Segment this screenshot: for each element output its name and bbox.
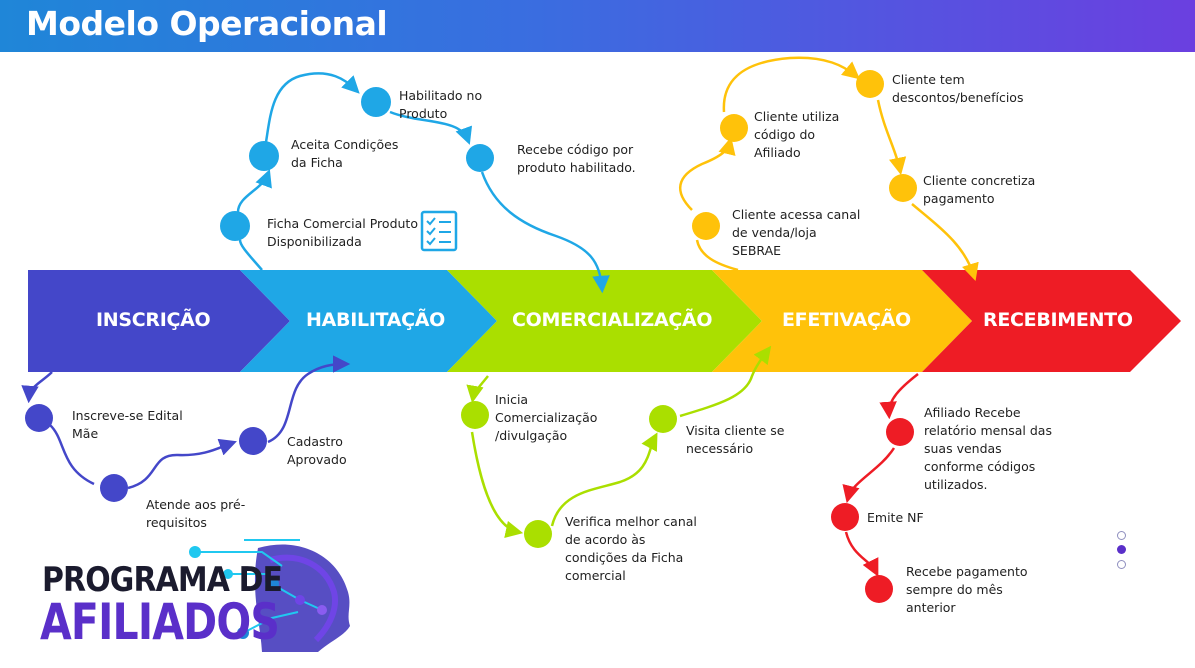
- connector: [722, 56, 861, 113]
- step-dot-visita-cliente: [649, 405, 677, 433]
- step-verifica-canal: Verifica melhor canal de acordo às condi…: [565, 514, 697, 583]
- stage-label-comercializacao: COMERCIALIZAÇÃO: [512, 309, 713, 331]
- connector: [678, 136, 736, 211]
- stage-chevron-inscricao: [28, 270, 290, 372]
- step-dot-aceita-condicoes: [249, 141, 279, 171]
- step-dot-acessa-canal: [692, 212, 720, 240]
- step-recebe-pagamento: Recebe pagamento sempre do mês anterior: [906, 564, 1028, 615]
- connector: [695, 239, 739, 272]
- step-aceita-condicoes: Aceita Condições da Ficha: [291, 137, 399, 170]
- step-dot-recebe-codigo: [466, 144, 494, 172]
- step-dot-habilitado-produto: [361, 87, 391, 117]
- step-relatorio-mensal: Afiliado Recebe relatório mensal das sua…: [924, 405, 1052, 492]
- step-dot-utiliza-codigo: [720, 114, 748, 142]
- stage-chevron-habilitacao: [240, 270, 497, 372]
- stage-chevron-recebimento: [922, 270, 1181, 372]
- step-dot-atende-requisitos: [100, 474, 128, 502]
- checklist-icon: [420, 210, 458, 252]
- stage-label-inscricao: INSCRIÇÃO: [96, 309, 211, 331]
- logo-text-programa: PROGRAMA DE: [42, 560, 283, 600]
- connector: [236, 169, 272, 213]
- connector: [21, 371, 53, 404]
- stage-chevron-efetivacao: [712, 270, 972, 372]
- connector: [264, 72, 360, 143]
- step-dot-cadastro-aprovado: [239, 427, 267, 455]
- step-acessa-canal: Cliente acessa canal de venda/loja SEBRA…: [732, 207, 861, 258]
- step-dot-emite-nf: [831, 503, 859, 531]
- connector: [480, 171, 610, 294]
- step-utiliza-codigo: Cliente utiliza código do Afiliado: [754, 109, 840, 160]
- step-dot-inscreve-edital: [25, 404, 53, 432]
- step-inscreve-edital: Inscreve-se Edital Mãe: [72, 408, 183, 441]
- slide-dot-2[interactable]: [1117, 545, 1126, 554]
- step-habilitado-produto: Habilitado no Produto: [399, 88, 483, 121]
- step-dot-concretiza-pagamento: [889, 174, 917, 202]
- stage-chevron-comercializacao: [447, 270, 762, 372]
- logo-head-icon: [189, 539, 350, 652]
- step-inicia-comercializacao: Inicia Comercialização /divulgação: [495, 392, 598, 443]
- step-descontos: Cliente tem descontos/benefícios: [892, 72, 1024, 105]
- connector: [267, 355, 351, 444]
- stage-label-recebimento: RECEBIMENTO: [983, 309, 1133, 331]
- connector: [876, 99, 907, 176]
- step-cadastro-aprovado: Cadastro Aprovado: [287, 434, 347, 467]
- connector: [550, 432, 658, 527]
- step-visita-cliente: Visita cliente se necessário: [686, 423, 785, 456]
- connector: [679, 345, 772, 418]
- connector: [842, 447, 896, 504]
- step-recebe-codigo: Recebe código por produto habilitado.: [517, 142, 636, 175]
- header-bar: Modelo Operacional: [0, 0, 1195, 52]
- stage-label-efetivacao: EFETIVAÇÃO: [782, 309, 911, 331]
- step-dot-ficha-comercial: [220, 211, 250, 241]
- page-title: Modelo Operacional: [26, 4, 388, 43]
- connector: [127, 438, 237, 490]
- connector: [466, 375, 489, 404]
- connector: [49, 424, 95, 486]
- stage-label-habilitacao: HABILITAÇÃO: [306, 309, 446, 331]
- step-dot-descontos: [856, 70, 884, 98]
- step-dot-relatorio-mensal: [886, 418, 914, 446]
- connector: [879, 373, 919, 420]
- connector: [844, 531, 879, 577]
- step-emite-nf: Emite NF: [867, 510, 924, 525]
- step-dot-recebe-pagamento: [865, 575, 893, 603]
- step-dot-inicia-comercializacao: [461, 401, 489, 429]
- connector: [911, 203, 979, 282]
- slide-dot-1[interactable]: [1117, 531, 1126, 540]
- step-concretiza-pagamento: Cliente concretiza pagamento: [923, 173, 1036, 206]
- step-ficha-comercial: Ficha Comercial Produto Disponibilizada: [267, 216, 418, 249]
- connector: [238, 239, 263, 271]
- slide-dot-3[interactable]: [1117, 560, 1126, 569]
- step-dot-verifica-canal: [524, 520, 552, 548]
- logo-text-afiliados: AFILIADOS: [40, 593, 280, 651]
- step-atende-requisitos: Atende aos pré-requisitos: [146, 497, 246, 530]
- connector: [389, 110, 473, 145]
- connector: [470, 431, 524, 538]
